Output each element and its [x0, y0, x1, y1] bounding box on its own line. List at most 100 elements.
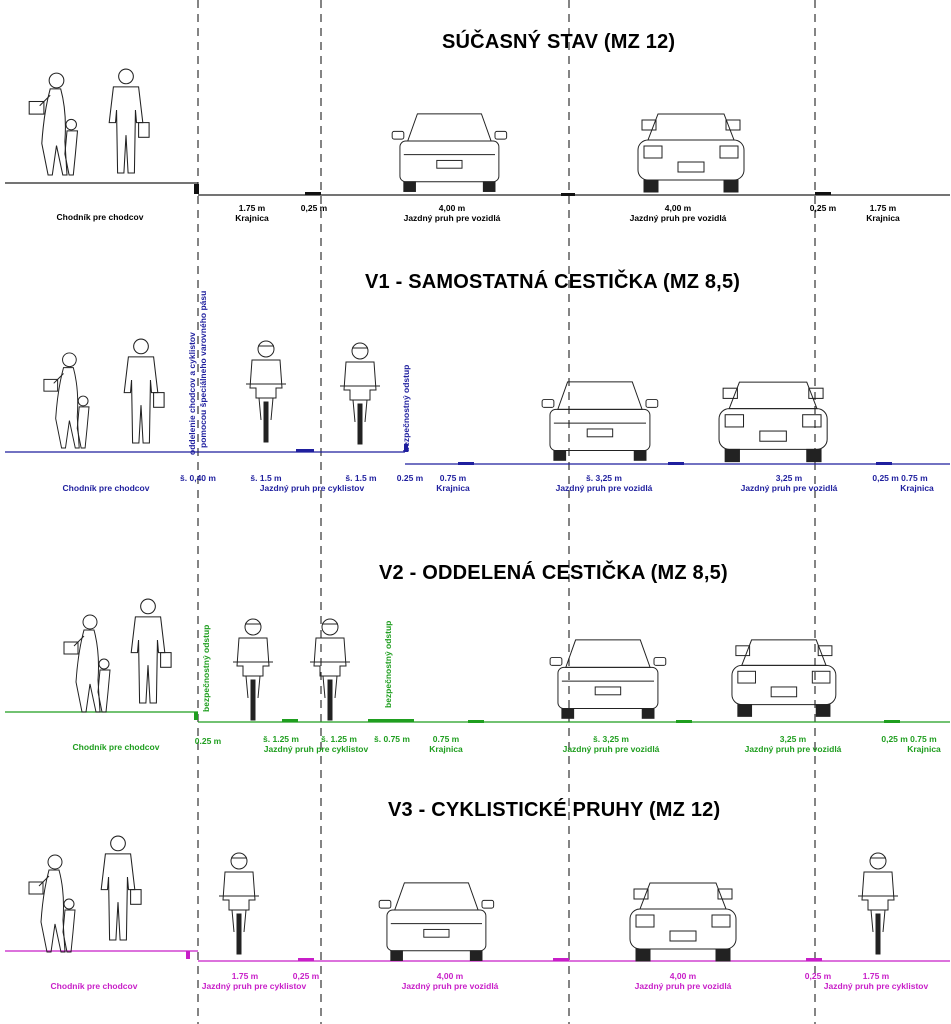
lane-marking — [468, 720, 484, 723]
vertical-label-safety-buffer: bezpečnostný odstup — [401, 364, 411, 452]
label-width: š. 1.25 m — [263, 734, 299, 744]
label-width: 0,25 m 0.75 m — [881, 734, 937, 744]
section-title-v1: V1 - SAMOSTATNÁ CESTIČKA (MZ 8,5) — [365, 271, 741, 293]
label-bike-lane: Jazdný pruh pre cyklistov — [259, 483, 365, 493]
lane-marking — [296, 449, 314, 452]
label-vehicle-lane: Jazdný pruh pre vozidlá — [562, 744, 660, 754]
car-front-view-icon — [637, 113, 745, 193]
label-width: š. 0.75 m — [374, 734, 410, 744]
car-rear-view-icon — [541, 381, 659, 461]
label-width: 0,25 m — [292, 971, 320, 981]
label-bike-lane: Jazdný pruh pre cyklistov — [263, 744, 369, 754]
pedestrian-woman-child-icon — [28, 72, 79, 176]
pedestrian-woman-child-icon — [28, 854, 76, 953]
label-vehicle-lane: Jazdný pruh pre vozidlá — [634, 981, 732, 991]
label-shoulder: Krajnica — [907, 744, 941, 754]
label-sidewalk: Chodník pre chodcov — [72, 742, 160, 752]
pedestrian-woman-child-icon — [63, 614, 111, 713]
vertical-label-separation: oddelenie chodcov a cyklistov — [187, 332, 197, 455]
pedestrian-woman-child-icon — [43, 352, 90, 449]
lane-marking — [676, 720, 692, 723]
label-width: 4,00 m — [664, 203, 692, 213]
lane-marking — [458, 462, 474, 465]
label-width: š. 1.5 m — [250, 473, 282, 483]
label-shoulder: Krajnica — [429, 744, 463, 754]
label-width: š. 1.5 m — [345, 473, 377, 483]
label-width: š. 1.25 m — [321, 734, 357, 744]
car-front-view-icon — [718, 381, 828, 463]
section-title-v2: V2 - ODDELENÁ CESTIČKA (MZ 8,5) — [379, 562, 728, 584]
pedestrian-man-icon — [130, 598, 172, 704]
vertical-label-safety-buffer: bezpečnostný odstup — [201, 624, 211, 712]
pedestrian-man-icon — [108, 68, 150, 174]
label-width: 4,00 m — [438, 203, 466, 213]
cyclist-icon — [310, 618, 350, 721]
vertical-label-safety-buffer: bezpečnostný odstup — [383, 620, 393, 708]
label-sidewalk: Chodník pre chodcov — [56, 212, 144, 222]
label-width: 3,25 m — [779, 734, 807, 744]
section-title-current: SÚČASNÝ STAV (MZ 12) — [442, 31, 676, 53]
lane-marking — [282, 719, 298, 722]
label-width: 0,25 m — [809, 203, 837, 213]
label-vehicle-lane: Jazdný pruh pre vozidlá — [403, 213, 501, 223]
pedestrian-man-icon — [123, 338, 165, 444]
label-bike-lane: Jazdný pruh pre cyklistov — [201, 981, 307, 991]
car-rear-view-icon — [549, 639, 667, 719]
label-vehicle-lane: Jazdný pruh pre vozidlá — [744, 744, 842, 754]
vertical-label-warning-strip: pomocou špeciálneho varovného pásu — [198, 290, 208, 448]
lane-marking — [561, 193, 575, 196]
lane-marking — [298, 958, 314, 961]
label-width: 0,25 m 0.75 m — [872, 473, 928, 483]
curb — [194, 712, 198, 720]
cyclist-icon — [340, 342, 380, 445]
curb — [194, 184, 199, 194]
label-sidewalk: Chodník pre chodcov — [50, 981, 138, 991]
label-vehicle-lane: Jazdný pruh pre vozidlá — [740, 483, 838, 493]
label-width: 0.25 m — [194, 736, 222, 746]
cyclist-icon — [219, 852, 259, 955]
car-rear-view-icon — [391, 113, 508, 192]
lane-marking — [668, 462, 684, 465]
label-width: 0.75 m — [432, 734, 460, 744]
lane-marking — [876, 462, 892, 465]
curb — [404, 444, 408, 452]
lane-marking — [806, 958, 822, 961]
label-width: 0,25 m — [804, 971, 832, 981]
label-vehicle-lane: Jazdný pruh pre vozidlá — [629, 213, 727, 223]
label-width: 1.75 m — [231, 971, 259, 981]
label-width: 0.25 m — [396, 473, 424, 483]
lane-marking — [815, 192, 831, 195]
curb — [186, 951, 190, 959]
cyclist-icon — [858, 852, 898, 955]
label-width: 1.75 m — [869, 203, 897, 213]
label-vehicle-lane: Jazdný pruh pre vozidlá — [555, 483, 653, 493]
label-shoulder: Krajnica — [235, 213, 269, 223]
label-vehicle-lane: Jazdný pruh pre vozidlá — [401, 981, 499, 991]
label-width: 1.75 m — [238, 203, 266, 213]
label-width: 0.75 m — [439, 473, 467, 483]
pedestrian-man-icon — [100, 835, 142, 941]
car-rear-view-icon — [378, 882, 495, 961]
label-shoulder: Krajnica — [436, 483, 470, 493]
label-bike-lane: Jazdný pruh pre cyklistov — [823, 981, 929, 991]
lane-marking — [305, 192, 321, 195]
lane-marking — [368, 719, 414, 722]
label-width: š. 0,40 m — [180, 473, 216, 483]
label-width: 0,25 m — [300, 203, 328, 213]
label-width: 4,00 m — [669, 971, 697, 981]
label-width: š. 3,25 m — [593, 734, 629, 744]
cyclist-icon — [246, 340, 286, 443]
car-front-view-icon — [629, 882, 737, 962]
section-title-v3: V3 - CYKLISTICKÉ PRUHY (MZ 12) — [388, 799, 721, 821]
car-front-view-icon — [731, 639, 837, 717]
lane-marking — [553, 958, 569, 961]
label-width: š. 3,25 m — [586, 473, 622, 483]
label-width: 1.75 m — [862, 971, 890, 981]
label-shoulder: Krajnica — [900, 483, 934, 493]
label-sidewalk: Chodník pre chodcov — [62, 483, 150, 493]
cyclist-icon — [233, 618, 273, 721]
label-width: 3,25 m — [775, 473, 803, 483]
label-width: 4,00 m — [436, 971, 464, 981]
